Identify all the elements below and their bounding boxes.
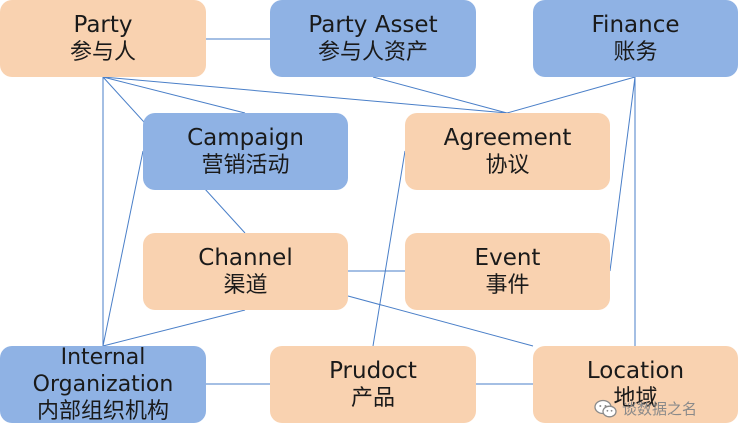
node-agreement: Agreement 协议 — [405, 113, 610, 190]
node-channel-en: Channel — [198, 244, 293, 271]
link-campaign-internal — [102, 150, 144, 347]
node-campaign-zh: 营销活动 — [201, 152, 290, 178]
watermark: 谈数据之名 — [594, 398, 697, 419]
node-agreement-en: Agreement — [443, 124, 572, 151]
node-campaign-en: Campaign — [187, 124, 304, 151]
node-party: Party 参与人 — [0, 0, 206, 77]
link-finance-event — [609, 76, 636, 272]
node-channel-zh: 渠道 — [223, 272, 268, 298]
node-party-zh: 参与人 — [69, 39, 136, 65]
watermark-text: 谈数据之名 — [622, 400, 698, 418]
node-internal-en-line1: Internal — [60, 345, 146, 370]
node-internal-en-line2: Organization — [32, 372, 174, 397]
node-party-asset: Party Asset 参与人资产 — [270, 0, 476, 77]
link-asset-agreement — [372, 76, 508, 114]
link-party-campaign — [102, 76, 246, 114]
node-product: Prudoct 产品 — [270, 346, 476, 423]
link-finance-agreement — [506, 76, 636, 114]
node-event-en: Event — [474, 244, 541, 271]
node-product-en: Prudoct — [329, 357, 417, 384]
node-party-asset-zh: 参与人资产 — [317, 39, 428, 65]
node-finance-zh: 账务 — [613, 39, 658, 65]
link-channel-internal — [102, 309, 246, 347]
node-internal-organization: Internal Organization 内部组织机构 — [0, 345, 206, 424]
node-finance: Finance 账务 — [533, 0, 738, 77]
node-product-zh: 产品 — [350, 385, 395, 411]
wechat-icon — [594, 399, 617, 417]
link-channel-location — [347, 295, 534, 347]
node-finance-en: Finance — [591, 11, 680, 38]
node-party-asset-en: Party Asset — [308, 11, 438, 38]
node-event-zh: 事件 — [485, 272, 530, 298]
link-agreement-product — [372, 150, 406, 347]
node-location-en: Location — [586, 357, 685, 384]
node-event: Event 事件 — [405, 233, 610, 310]
node-location-zh: 地域 — [613, 385, 658, 411]
node-agreement-zh: 协议 — [485, 152, 530, 178]
node-channel: Channel 渠道 — [143, 233, 348, 310]
node-campaign: Campaign 营销活动 — [143, 113, 348, 190]
node-party-en: Party — [73, 11, 133, 38]
node-internal-zh: 内部组织机构 — [36, 399, 169, 424]
link-party-agreement — [102, 76, 508, 114]
node-location: Location 地域 — [533, 346, 738, 423]
